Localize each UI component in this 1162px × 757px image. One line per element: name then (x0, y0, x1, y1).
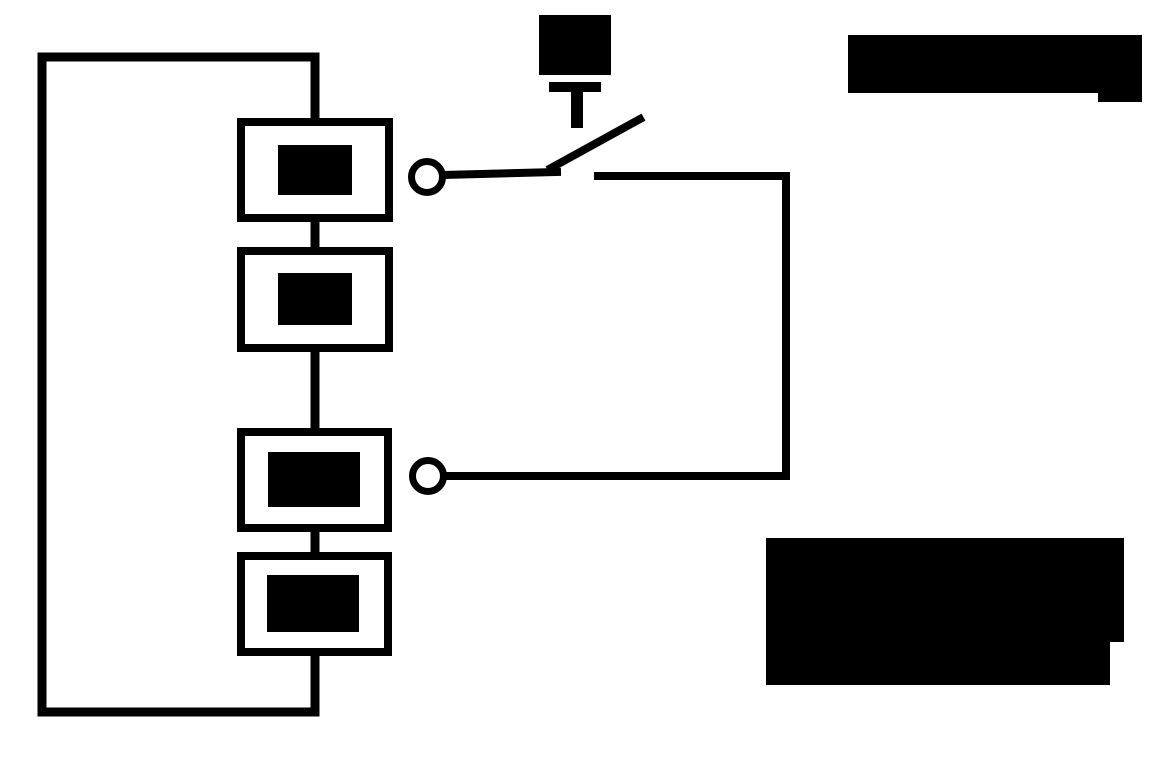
component-box-3-outline (237, 428, 392, 532)
terminal-top-circle (408, 158, 446, 196)
switch-blade (545, 113, 646, 174)
terminal-bottom-circle (409, 457, 447, 495)
component-box-2-redacted-label (278, 273, 352, 325)
loop-wire (37, 52, 320, 717)
component-box-4-redacted-label (267, 575, 359, 632)
redacted-block-bottom-right-step (1040, 616, 1124, 642)
push-button-stem (571, 90, 583, 128)
component-box-4-outline (237, 552, 392, 656)
redacted-block-top-right (848, 35, 1142, 93)
push-button-cap (539, 15, 611, 75)
redacted-block-bottom-right-a (766, 538, 1124, 622)
redacted-block-top-right-step (1098, 90, 1142, 102)
component-box-1-redacted-label (278, 145, 352, 195)
push-button-bar (549, 82, 601, 92)
wire-contact-loop (440, 172, 790, 480)
wire-terminal-top-to-blade (438, 167, 562, 180)
component-box-3-redacted-label (268, 452, 360, 507)
